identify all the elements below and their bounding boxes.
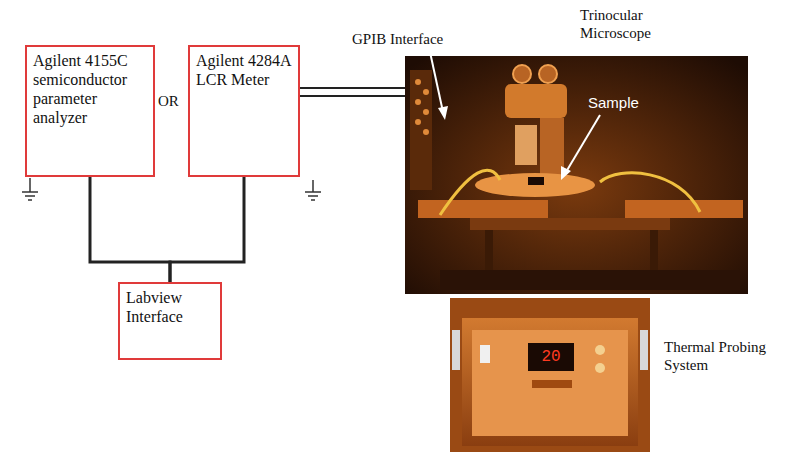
box-text: Labview Interface xyxy=(126,288,214,326)
annotation-label: Trinocular Microscope xyxy=(580,6,690,42)
connector-line xyxy=(90,177,170,282)
instrument-box: Labview Interface xyxy=(118,282,222,360)
annotation-label: OR xyxy=(158,92,188,110)
annotation-label: 20 xyxy=(531,348,571,366)
connector-line xyxy=(170,177,244,282)
annotation-label: Sample xyxy=(588,94,658,112)
annotation-label: Thermal Probing System xyxy=(664,338,774,374)
instrument-box: Agilent 4155C semiconductor parameter an… xyxy=(25,45,155,177)
annotation-label: GPIB Interface xyxy=(352,30,462,48)
box-text: Agilent 4284A LCR Meter xyxy=(196,51,292,89)
instrument-box: Agilent 4284A LCR Meter xyxy=(188,45,300,177)
box-text: Agilent 4155C semiconductor parameter an… xyxy=(33,51,147,127)
